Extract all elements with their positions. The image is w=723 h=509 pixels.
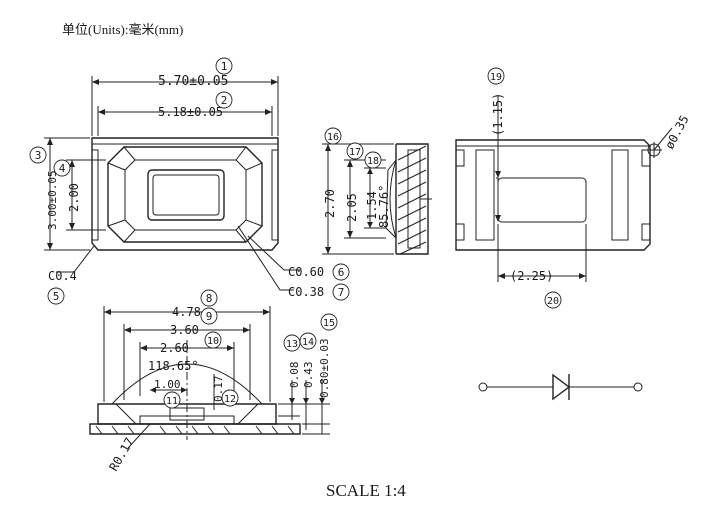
scale-label: SCALE 1:4 [326,481,406,500]
svg-text:2: 2 [221,94,228,107]
balloon-1: 1 [215,57,233,75]
dim-4-78: 4.78 [172,305,201,319]
balloon-15: 15 [320,313,338,331]
balloon-12: 12 [221,389,239,407]
svg-text:1: 1 [221,60,228,73]
dim-3-00: 3.00±0.05 [46,170,59,230]
dim-0-08: 0.08 [288,362,301,389]
svg-text:11: 11 [166,396,178,407]
balloon-16: 16 [324,127,342,145]
bottom-view: ø0.35 (1.15) (2.25) [455,93,692,283]
svg-text:4: 4 [59,162,66,175]
balloon-10: 10 [204,331,222,349]
top-view: 5.70±0.05 5.18±0.05 3.00±0.05 2.00 C0.4 … [44,74,324,299]
svg-text:5: 5 [53,290,60,303]
svg-text:12: 12 [224,394,236,405]
dim-2-00: 2.00 [67,183,81,212]
svg-text:15: 15 [323,318,335,329]
svg-text:10: 10 [207,336,219,347]
balloon-14: 14 [299,332,317,350]
dim-c0-60: C0.60 [288,265,324,279]
svg-text:6: 6 [338,266,345,279]
dim-5-70: 5.70±0.05 [158,74,228,89]
units-label: 单位(Units):毫米(mm) [62,22,183,37]
balloon-6: 6 [332,263,350,281]
svg-text:18: 18 [367,156,379,167]
balloon-4: 4 [53,159,71,177]
balloon-13: 13 [283,334,301,352]
balloon-2: 2 [215,91,233,109]
svg-text:17: 17 [349,147,361,158]
dim-2-05: 2.05 [345,193,359,222]
cross-section: 4.78 3.60 2.60 118.65° 1.00 0.17 0.08 0.… [89,305,331,474]
dim-r0-17: R0.17 [106,435,136,473]
balloon-17: 17 [346,142,364,160]
dim-angle-118-65: 118.65° [148,359,199,373]
dim-c0-4: C0.4 [48,269,77,283]
dim-c0-38: C0.38 [288,285,324,299]
dim-2-70: 2.70 [323,189,337,218]
svg-text:19: 19 [490,72,502,83]
dim-0-17: 0.17 [212,376,225,403]
dim-0-80: 0.80±0.03 [318,338,331,398]
balloon-20: 20 [544,291,562,309]
dim-3-60: 3.60 [170,323,199,337]
balloon-7: 7 [332,283,350,301]
svg-text:16: 16 [327,132,339,143]
balloon-5: 5 [47,287,65,305]
dim-phi-0-35: ø0.35 [662,113,691,151]
svg-text:3: 3 [35,149,42,162]
dim-1-15: (1.15) [491,93,505,136]
balloon-8: 8 [200,289,218,307]
dim-2-60: 2.60 [160,341,189,355]
dim-2-25: (2.25) [510,269,553,283]
dim-1-54: 1.54 [365,191,379,220]
svg-text:20: 20 [547,296,559,307]
svg-text:9: 9 [206,310,213,323]
balloon-19: 19 [487,67,505,85]
dim-0-43: 0.43 [302,362,315,389]
balloon-18: 18 [364,151,382,169]
diode-symbol-icon [478,373,643,401]
svg-text:8: 8 [206,292,213,305]
svg-text:13: 13 [286,339,298,350]
dim-angle-85-76: 85.76° [377,185,391,228]
dim-1-00: 1.00 [154,378,181,391]
balloon-11: 11 [163,391,181,409]
dim-5-18: 5.18±0.05 [158,105,223,119]
balloon-3: 3 [29,146,47,164]
balloon-9: 9 [200,307,218,325]
svg-text:14: 14 [302,337,314,348]
svg-text:7: 7 [338,286,345,299]
